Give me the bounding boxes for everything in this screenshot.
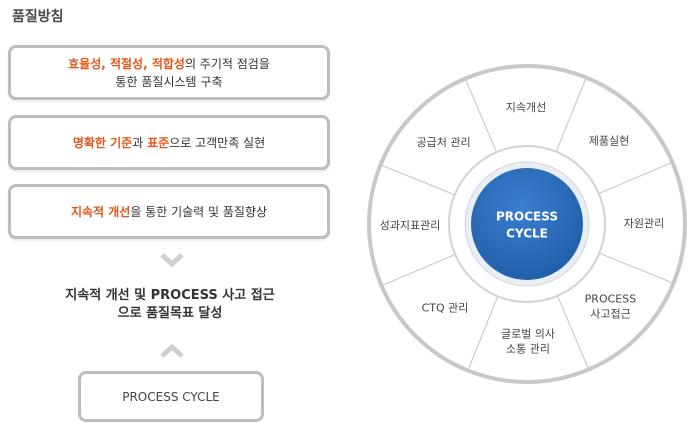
policy-keyword: 표준 bbox=[147, 135, 170, 150]
policy-text: 통한 품질시스템 구축 bbox=[115, 74, 223, 89]
policy-line: 명확한 기준과 표준으로 고객만족 실현 bbox=[73, 134, 265, 152]
process-cycle-button[interactable]: PROCESS CYCLE bbox=[78, 371, 264, 422]
wheel-segment-label: 성과지표관리 bbox=[380, 219, 441, 232]
summary-text: 지속적 개선 및 PROCESS 사고 접근 으로 품질목표 달성 bbox=[10, 287, 330, 323]
policy-text: 으로 고객만족 실현 bbox=[169, 135, 266, 150]
wheel-segment-label: 공급처 관리 bbox=[416, 136, 470, 149]
wheel-segment: 공급처 관리 bbox=[416, 136, 470, 149]
policy-keyword: 지속적 개선 bbox=[70, 204, 131, 219]
policy-box-standards: 명확한 기준과 표준으로 고객만족 실현 bbox=[8, 115, 330, 170]
wheel-divider bbox=[381, 253, 456, 287]
chevron-up-icon bbox=[160, 343, 184, 358]
wheel-segment: 지속개선 bbox=[506, 101, 546, 114]
wheel-segment: CTQ 관리 bbox=[422, 301, 469, 314]
wheel-center bbox=[471, 168, 583, 280]
policy-line: 통한 품질시스템 구축 bbox=[116, 73, 223, 91]
wheel-segment-label: 소통 관리 bbox=[506, 342, 550, 355]
wheel-segment-label: CTQ 관리 bbox=[422, 301, 469, 314]
wheel-segment-label: 글로벌 의사 bbox=[501, 327, 555, 340]
wheel-segment: PROCESS 사고접근 bbox=[585, 293, 637, 321]
wheel-segment-label: 지속개선 bbox=[506, 101, 546, 114]
wheel-center-label: CYCLE bbox=[506, 227, 548, 241]
policy-line: 효율성, 적절성, 적합성의 주기적 점검을 bbox=[68, 55, 270, 73]
wheel-divider bbox=[555, 77, 587, 152]
wheel-segment: 성과지표관리 bbox=[380, 219, 441, 232]
wheel-divider bbox=[598, 161, 673, 195]
wheel-divider bbox=[467, 296, 499, 371]
wheel-segment: 제품실현 bbox=[589, 135, 629, 148]
policy-text: 의 주기적 점검을 bbox=[184, 56, 270, 71]
policy-line: 지속적 개선을 통한 기술력 및 품질향상 bbox=[71, 203, 267, 221]
wheel-center-label: PROCESS bbox=[496, 210, 558, 224]
wheel-divider bbox=[380, 164, 455, 196]
chevron-down-icon bbox=[160, 253, 184, 268]
wheel-segment-label: 제품실현 bbox=[589, 135, 629, 148]
policy-text: 과 bbox=[132, 135, 148, 150]
policy-text: 을 통한 기술력 및 품질향상 bbox=[130, 204, 268, 219]
wheel-segment-label: PROCESS bbox=[585, 293, 637, 306]
summary-line-1: 지속적 개선 및 PROCESS 사고 접근 bbox=[65, 288, 275, 303]
wheel-divider bbox=[599, 252, 674, 284]
page-title: 품질방침 bbox=[12, 9, 64, 25]
summary-line-2: 으로 품질목표 달성 bbox=[117, 306, 223, 321]
policy-box-improvement: 지속적 개선을 통한 기술력 및 품질향상 bbox=[8, 184, 330, 239]
wheel-segment: 자원관리 bbox=[624, 217, 664, 230]
wheel-segment-label: 자원관리 bbox=[624, 217, 664, 230]
policy-keyword: 효율성, 적절성, 적합성 bbox=[68, 56, 185, 71]
wheel-segment-label: 사고접근 bbox=[590, 308, 630, 321]
wheel-divider bbox=[464, 78, 498, 153]
policy-keyword: 명확한 기준 bbox=[72, 135, 133, 150]
wheel-divider bbox=[556, 295, 590, 370]
